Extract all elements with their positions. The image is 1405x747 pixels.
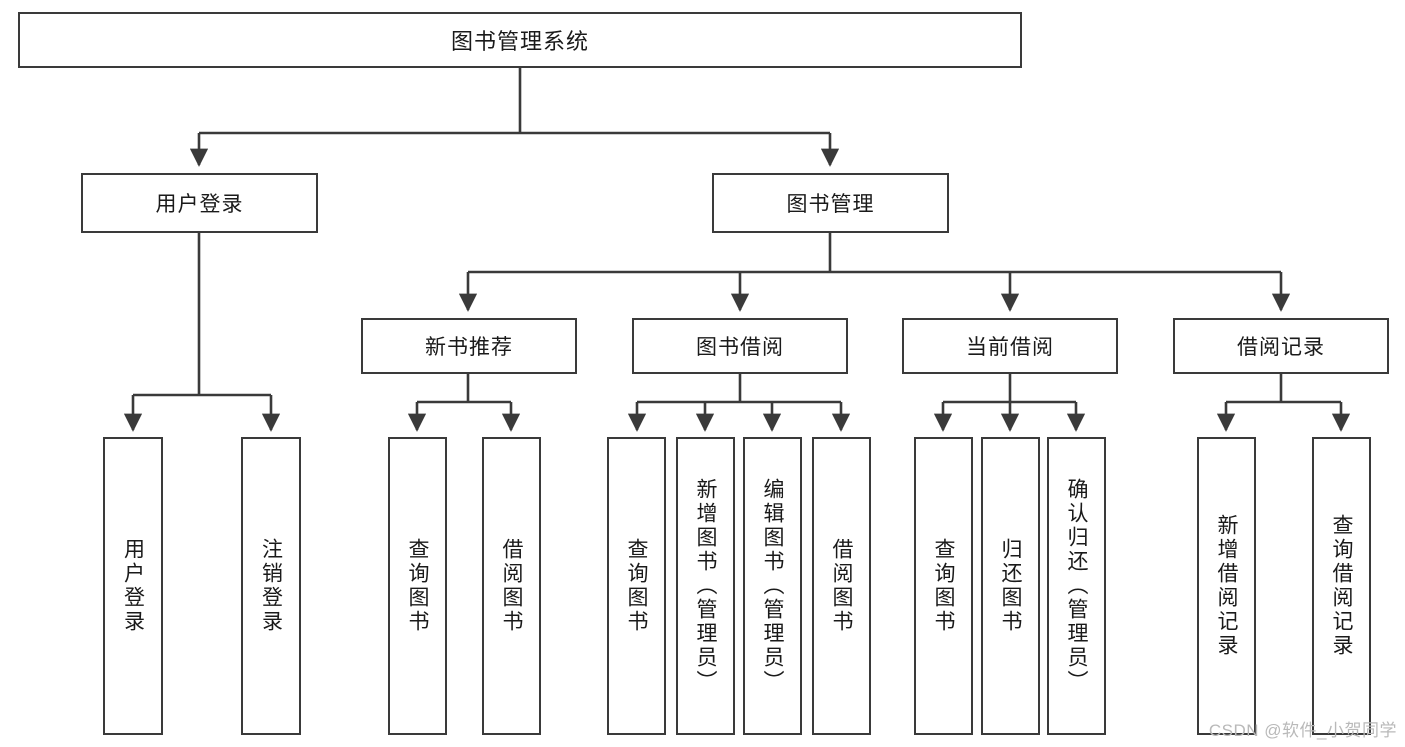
leaf-current-borrow-query-book[interactable]: 查询图书 (914, 437, 973, 735)
node-new-book-recommend[interactable]: 新书推荐 (361, 318, 577, 374)
node-book-management[interactable]: 图书管理 (712, 173, 949, 233)
watermark-text: CSDN @软件_小贺同学 (1208, 721, 1397, 740)
leaf-book-borrow-edit-book-admin[interactable]: 编辑图书（管理员） (743, 437, 802, 735)
leaf-user-login-logout[interactable]: 注销登录 (241, 437, 301, 735)
leaf-new-book-borrow-book[interactable]: 借阅图书 (482, 437, 541, 735)
leaf-current-borrow-return-book[interactable]: 归还图书 (981, 437, 1040, 735)
node-borrow-record[interactable]: 借阅记录 (1173, 318, 1389, 374)
leaf-book-borrow-borrow-book[interactable]: 借阅图书 (812, 437, 871, 735)
leaf-book-borrow-add-book-admin[interactable]: 新增图书（管理员） (676, 437, 735, 735)
node-current-borrow[interactable]: 当前借阅 (902, 318, 1118, 374)
leaf-new-book-query-book[interactable]: 查询图书 (388, 437, 447, 735)
leaf-user-login-login[interactable]: 用户登录 (103, 437, 163, 735)
leaf-current-borrow-confirm-return-admin[interactable]: 确认归还（管理员） (1047, 437, 1106, 735)
leaf-borrow-record-add-record[interactable]: 新增借阅记录 (1197, 437, 1256, 735)
node-user-login[interactable]: 用户登录 (81, 173, 318, 233)
leaf-borrow-record-query-record[interactable]: 查询借阅记录 (1312, 437, 1371, 735)
leaf-book-borrow-query-book[interactable]: 查询图书 (607, 437, 666, 735)
node-book-borrow[interactable]: 图书借阅 (632, 318, 848, 374)
node-root-system[interactable]: 图书管理系统 (18, 12, 1022, 68)
